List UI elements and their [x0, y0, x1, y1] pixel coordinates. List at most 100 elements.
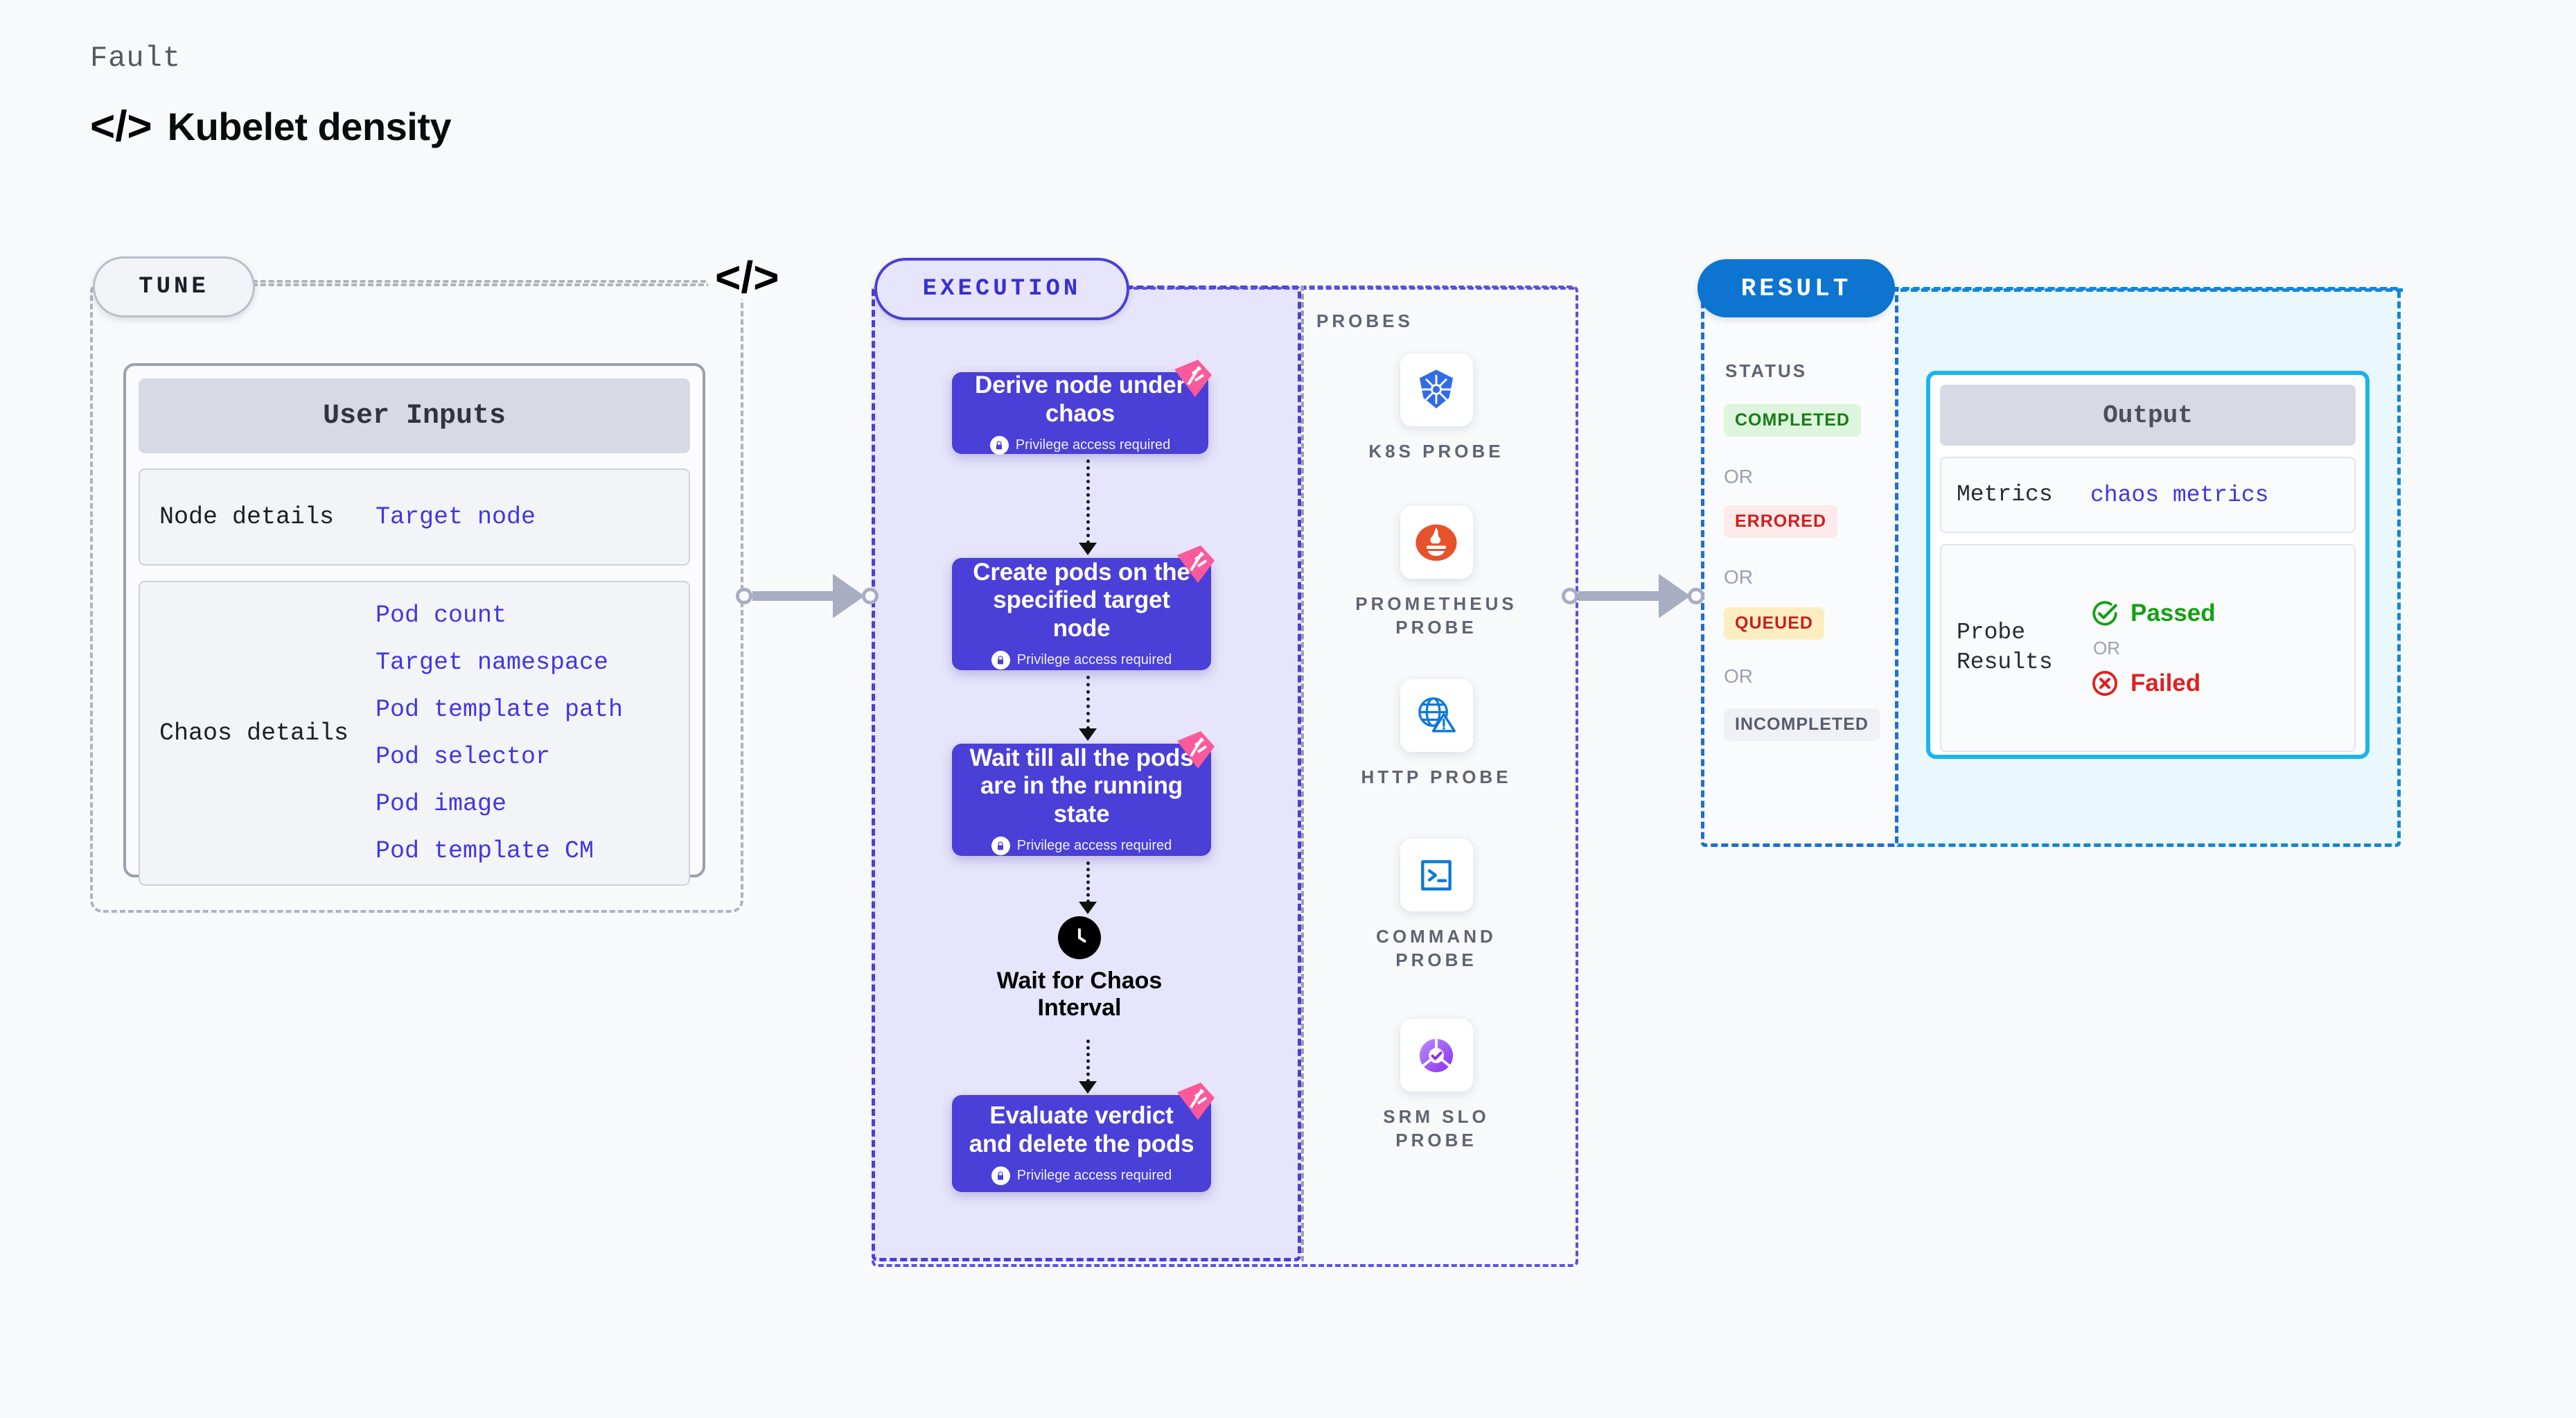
prometheus-icon — [1400, 506, 1473, 579]
connector-arrowhead — [1079, 728, 1097, 741]
output-title: Output — [1940, 385, 2356, 446]
probe-label: K8S PROBE — [1368, 441, 1504, 462]
connector-execution-to-result — [1562, 574, 1704, 618]
result-pill-label[interactable]: RESULT — [1697, 259, 1895, 317]
lock-icon — [991, 651, 1010, 670]
execution-dashed-connector — [1117, 287, 1574, 290]
x-circle-icon — [2092, 670, 2118, 696]
input-group-chaos-details: Chaos details Pod count Target namespace… — [139, 581, 690, 886]
flow-connector-4 — [1079, 1040, 1097, 1094]
lock-icon — [991, 1166, 1010, 1186]
input-pod-template-cm[interactable]: Pod template CM — [376, 837, 594, 865]
flow-node-evaluate-verdict[interactable]: Evaluate verdict and delete the pods Pri… — [952, 1083, 1215, 1192]
lock-icon — [989, 436, 1009, 455]
input-group-values: Pod count Target namespace Pod template … — [376, 602, 623, 865]
user-inputs-card: User Inputs Node details Target node Cha… — [123, 363, 705, 886]
probes-divider — [1301, 286, 1304, 1261]
output-row-metrics: Metrics chaos metrics — [1940, 457, 2356, 533]
flow-node-privilege-text: Privilege access required — [1015, 437, 1171, 453]
flow-node-title: Wait till all the pods are in the runnin… — [969, 744, 1194, 828]
input-pod-template-path[interactable]: Pod template path — [376, 696, 624, 724]
connector-start-dot — [736, 588, 752, 604]
flow-node-title: Create pods on the specified target node — [973, 558, 1190, 642]
input-group-values: Target node — [376, 503, 536, 531]
flow-node-privilege: Privilege access required — [991, 837, 1172, 856]
fault-eyebrow: Fault — [90, 42, 182, 75]
connector-arrowhead — [1079, 1081, 1097, 1094]
output-card: Output Metrics chaos metrics Probe Resul… — [1926, 371, 2370, 759]
probe-label: SRM SLO PROBE — [1383, 1106, 1490, 1150]
connector-end-dot — [1688, 588, 1704, 604]
verdict-failed: Failed — [2090, 669, 2216, 698]
input-group-label: Node details — [159, 503, 335, 531]
probe-results-label: Probe Results — [1957, 620, 2053, 675]
input-pod-selector[interactable]: Pod selector — [376, 743, 551, 771]
verdict-list: Passed OR Failed — [2090, 599, 2216, 698]
flow-connector-3 — [1079, 861, 1097, 914]
verdict-passed-label: Passed — [2131, 599, 2216, 627]
probe-label: COMMAND PROBE — [1376, 926, 1497, 970]
status-or-2: OR — [1724, 566, 1753, 588]
flow-node-privilege-text: Privilege access required — [1016, 652, 1172, 668]
input-pod-count[interactable]: Pod count — [376, 602, 507, 629]
verdict-failed-label: Failed — [2131, 669, 2201, 697]
probe-label: PROMETHEUS PROBE — [1355, 593, 1517, 638]
globe-warning-icon — [1400, 679, 1473, 752]
flow-node-privilege-text: Privilege access required — [1016, 838, 1172, 854]
status-badge-incompleted: INCOMPLETED — [1724, 708, 1880, 741]
connector-line — [1086, 861, 1090, 903]
status-badge-completed: COMPLETED — [1724, 404, 1861, 437]
user-inputs-title: User Inputs — [139, 378, 690, 453]
page-title-row: </> Kubelet density — [90, 102, 452, 150]
status-or-1: OR — [1724, 466, 1753, 487]
result-dashed-connector — [1890, 288, 2403, 292]
flow-node-wait-running[interactable]: Wait till all the pods are in the runnin… — [952, 731, 1215, 856]
probe-prometheus[interactable]: PROMETHEUS PROBE — [1350, 506, 1523, 640]
probe-label: HTTP PROBE — [1361, 767, 1512, 787]
flow-node-derive-node[interactable]: Derive node under chaos Privilege access… — [952, 360, 1212, 455]
flow-connector-1 — [1079, 459, 1097, 555]
flow-connector-2 — [1079, 676, 1097, 741]
status-or-3: OR — [1724, 665, 1753, 687]
connector-arrowhead — [1079, 543, 1097, 555]
verdict-or: OR — [2093, 637, 2120, 658]
tune-dashed-connector — [244, 283, 712, 286]
input-group-label: Chaos details — [159, 719, 349, 747]
input-target-node[interactable]: Target node — [376, 503, 536, 531]
code-icon: </> — [90, 102, 152, 150]
connector-end-dot — [862, 588, 879, 604]
wait-step-label: Wait for Chaos Interval — [996, 968, 1163, 1022]
clock-icon — [1058, 916, 1101, 959]
output-row-probe-results: Probe Results Passed OR Failed — [1940, 544, 2356, 752]
connector-start-dot — [1562, 588, 1578, 604]
connector-line — [1086, 1040, 1090, 1083]
execution-pill-label[interactable]: EXECUTION — [874, 258, 1129, 320]
flow-node-privilege: Privilege access required — [991, 1166, 1172, 1186]
connector-line — [1086, 459, 1090, 544]
probe-k8s[interactable]: K8S PROBE — [1350, 353, 1523, 464]
flow-node-privilege: Privilege access required — [991, 651, 1172, 670]
input-target-namespace[interactable]: Target namespace — [376, 649, 609, 676]
connector-bar — [1578, 591, 1660, 601]
code-icon: </> — [708, 255, 786, 299]
verdict-passed: Passed — [2090, 599, 2216, 628]
check-circle-icon — [2092, 600, 2117, 626]
flow-node-create-pods[interactable]: Create pods on the specified target node… — [952, 545, 1215, 670]
status-badge-errored: ERRORED — [1724, 505, 1838, 538]
lock-icon — [991, 837, 1010, 856]
wait-for-chaos-interval: Wait for Chaos Interval — [976, 916, 1183, 1022]
metrics-value[interactable]: chaos metrics — [2090, 482, 2269, 508]
metrics-label: Metrics — [1957, 481, 2053, 507]
terminal-icon — [1400, 839, 1473, 911]
tune-pill-label[interactable]: TUNE — [93, 256, 255, 317]
probe-srm-slo[interactable]: SRM SLO PROBE — [1350, 1019, 1523, 1153]
probe-command[interactable]: COMMAND PROBE — [1350, 839, 1523, 972]
status-title: STATUS — [1725, 360, 1808, 381]
probe-http[interactable]: HTTP PROBE — [1350, 679, 1523, 789]
connector-line — [1086, 676, 1090, 730]
connector-arrowhead — [1079, 902, 1097, 914]
connector-bar — [752, 591, 834, 601]
flow-node-privilege-text: Privilege access required — [1016, 1168, 1172, 1184]
flow-node-privilege: Privilege access required — [989, 436, 1171, 455]
input-pod-image[interactable]: Pod image — [376, 790, 507, 818]
